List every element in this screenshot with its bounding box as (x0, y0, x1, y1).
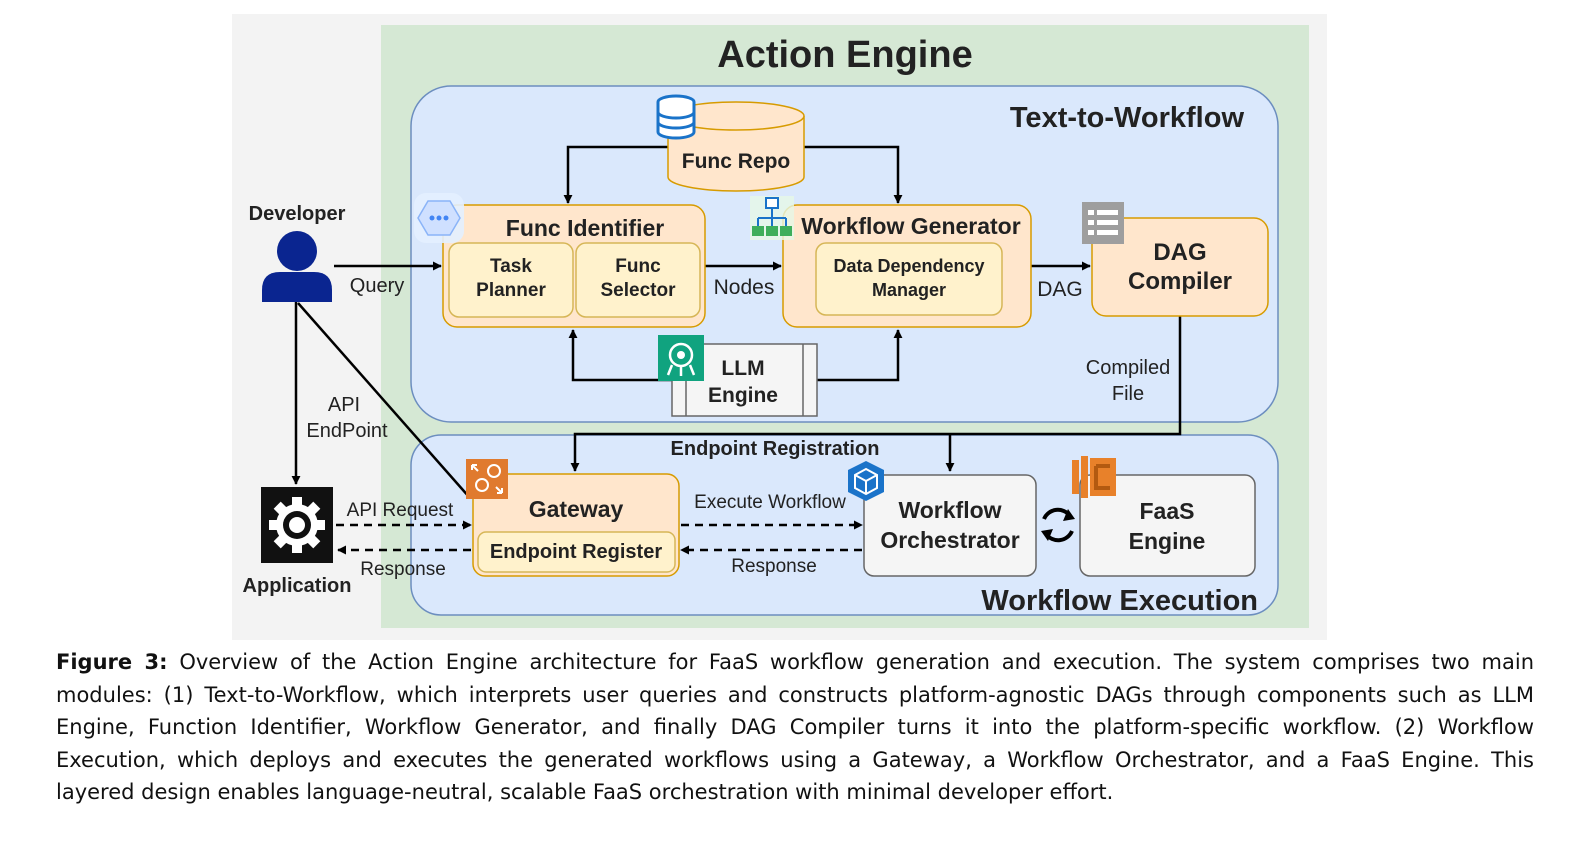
svg-text:Data Dependency: Data Dependency (833, 256, 984, 276)
edge-llm-to-generator (817, 329, 903, 382)
chat-icon (414, 193, 464, 243)
svg-text:Engine: Engine (708, 384, 778, 407)
svg-text:Func: Func (615, 256, 661, 277)
faas-engine: FaaS Engine (1079, 474, 1256, 577)
api-endpoint-line2: EndPoint (306, 420, 388, 442)
figure-caption: Figure 3: Overview of the Action Engine … (56, 646, 1534, 809)
neural-icon (658, 335, 704, 381)
dag-compiler-line2: Compiler (1128, 268, 1232, 295)
edge-repo-to-identifier (563, 145, 668, 204)
svg-text:Planner: Planner (476, 280, 546, 301)
workflow-execution-title: Workflow Execution (981, 585, 1258, 617)
svg-text:EndPoint: EndPoint (306, 420, 388, 442)
compiled-file-line2: File (1112, 383, 1144, 405)
func-identifier-label: Func Identifier (506, 215, 665, 241)
caption-text: Overview of the Action Engine architectu… (56, 650, 1534, 804)
faas-engine-line1: FaaS (1140, 498, 1195, 524)
ddm-line2: Manager (872, 280, 946, 300)
orchestrator-line1: Workflow (898, 497, 1001, 523)
response-orch-label: Response (731, 556, 817, 577)
svg-text:Compiler: Compiler (1128, 268, 1232, 295)
text-to-workflow-title: Text-to-Workflow (1010, 102, 1245, 134)
svg-text:Engine: Engine (1129, 528, 1206, 554)
func-selector-line1: Func (615, 256, 661, 277)
edge-llm-to-identifier (568, 329, 672, 382)
task-planner-line1: Task (490, 256, 532, 277)
list-icon (1082, 202, 1124, 244)
dag-compiler: DAG Compiler (1091, 217, 1269, 317)
lambda-icon (1072, 456, 1116, 498)
orchestrator-line2: Orchestrator (880, 527, 1019, 553)
data-dependency-manager (815, 242, 1003, 316)
workflow-orchestrator: Workflow Orchestrator (863, 474, 1037, 577)
svg-text:Workflow: Workflow (898, 497, 1001, 523)
cube-icon (848, 461, 884, 501)
svg-text:API: API (328, 394, 360, 416)
architecture-diagram: Action Engine Text-to-Workflow Workflow … (232, 14, 1327, 640)
func-repo: Func Repo (667, 101, 805, 192)
gear-icon (261, 487, 333, 563)
workflow-generator-label: Workflow Generator (801, 213, 1020, 239)
svg-text:Compiled: Compiled (1086, 357, 1170, 379)
workflow-generator: Workflow Generator Data Dependency Manag… (782, 204, 1032, 328)
gateway-label: Gateway (529, 496, 624, 522)
edge-compiled-file (570, 316, 1182, 472)
edge-repo-to-generator (804, 145, 903, 204)
database-icon (656, 94, 696, 140)
endpoint-register-label: Endpoint Register (490, 541, 662, 563)
svg-text:Orchestrator: Orchestrator (880, 527, 1019, 553)
endpoint-registration-label: Endpoint Registration (671, 438, 880, 460)
gateway: Gateway Endpoint Register (472, 473, 680, 577)
query-label: Query (350, 275, 404, 297)
svg-text:Selector: Selector (601, 280, 677, 301)
svg-text:Task: Task (490, 256, 532, 277)
user-icon (262, 231, 332, 302)
gateway-icon (466, 459, 508, 499)
svg-text:File: File (1112, 383, 1144, 405)
execute-workflow-label: Execute Workflow (694, 492, 846, 513)
svg-text:Manager: Manager (872, 280, 946, 300)
llm-engine-line2: Engine (708, 384, 778, 407)
application-label: Application (243, 575, 352, 597)
response-app-label: Response (360, 559, 446, 580)
developer-label: Developer (249, 203, 346, 225)
dag-label: DAG (1037, 278, 1083, 301)
cycle-icon (1041, 507, 1075, 543)
func-repo-label: Func Repo (682, 150, 791, 173)
llm-engine-line1: LLM (721, 357, 764, 380)
action-engine-title: Action Engine (717, 34, 972, 76)
svg-text:LLM: LLM (721, 357, 764, 380)
dag-compiler-line1: DAG (1153, 239, 1206, 266)
ddm-line1: Data Dependency (833, 256, 984, 276)
task-planner (448, 242, 574, 318)
func-identifier: Func Identifier Task Planner Func Select… (442, 204, 706, 328)
svg-text:FaaS: FaaS (1140, 498, 1195, 524)
caption-label: Figure 3: (56, 650, 168, 674)
task-planner-line2: Planner (476, 280, 546, 301)
compiled-file-line1: Compiled (1086, 357, 1170, 379)
api-request-label: API Request (347, 500, 454, 521)
endpoint-register (477, 531, 676, 573)
func-selector (575, 242, 701, 318)
svg-text:DAG: DAG (1153, 239, 1206, 266)
faas-engine-line2: Engine (1129, 528, 1206, 554)
hierarchy-icon (750, 196, 794, 240)
edge-developer-to-gateway (297, 302, 471, 499)
api-endpoint-line1: API (328, 394, 360, 416)
func-selector-line2: Selector (601, 280, 677, 301)
nodes-label: Nodes (714, 276, 775, 299)
